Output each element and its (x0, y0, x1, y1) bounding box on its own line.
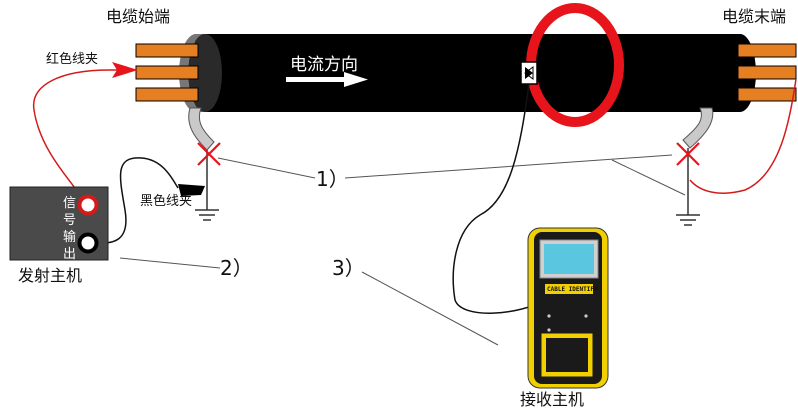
signal-output-char-2: 号 (63, 213, 76, 228)
signal-output-char-3: 输 (63, 229, 76, 245)
ground-braid-left (188, 107, 219, 221)
step-2-label: 2） (220, 256, 253, 280)
end-red-wire (689, 78, 797, 194)
signal-output-char-1: 信 (63, 196, 76, 211)
black-clamp (178, 184, 205, 196)
current-direction-arrow (286, 72, 368, 87)
black-clamp-wire (91, 157, 179, 245)
cable-end-label: 电缆末端 (722, 7, 786, 26)
cable (179, 34, 756, 112)
ground-braid-right (676, 107, 714, 226)
red-clamp-wire (32, 69, 128, 206)
signal-output-char-4: 出 (63, 247, 76, 262)
transmitter-label: 发射主机 (18, 266, 82, 285)
transmitter-box (9, 186, 109, 261)
clamp-ring (520, 3, 624, 127)
cable-start-terminals (135, 43, 199, 102)
cable-end-terminals (737, 43, 797, 102)
ground-cut-mark-left (197, 142, 221, 166)
step-3-label: 3） (332, 256, 365, 280)
leader-lines (119, 154, 686, 346)
step-1-label: 1） (316, 167, 349, 191)
receiver-brand-label: CABLE IDENTIFY (547, 286, 598, 293)
receiver-device (527, 227, 609, 389)
current-direction-label: 电流方向 (290, 55, 358, 75)
receiver-label: 接收主机 (520, 390, 584, 409)
cable-start-label: 电缆始端 (106, 7, 170, 26)
red-clamp (112, 62, 138, 78)
red-clamp-label: 红色线夹 (46, 51, 98, 67)
black-clamp-label: 黑色线夹 (140, 193, 192, 209)
ground-cut-mark-right (676, 142, 700, 166)
